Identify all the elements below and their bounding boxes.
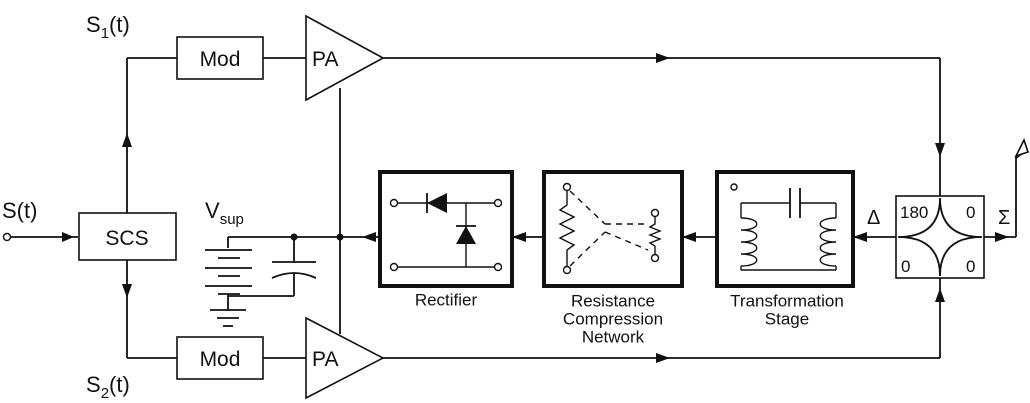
mod-top-label: Mod [200,48,241,71]
vsup-label: Vsup [205,198,244,228]
hybrid-port-180: 180 [900,203,928,222]
battery-symbol [205,237,252,310]
hybrid-port-0-bottom-left: 0 [901,257,910,276]
pa-bottom-amplifier [305,316,385,400]
input-signal-label: S(t) [2,198,37,223]
rcn-label-line3: Network [582,327,645,346]
hybrid-port-0-top: 0 [966,203,975,222]
s1-label: S1(t) [86,12,130,42]
rcn-label-line2: Compression [563,309,663,328]
right-inductor [819,217,837,267]
scs-label: SCS [105,227,148,250]
transformation-label-line2: Stage [765,309,809,328]
s2-label: S2(t) [86,372,130,402]
rectifier-block [378,170,514,288]
mod-top-block [176,36,264,80]
input-arrow [62,232,74,242]
series-diode [427,193,447,213]
transformation-block [715,170,855,288]
rcn-label-line1: Resistance [571,291,655,310]
capacitor-symbol [228,237,317,297]
hybrid-port-0-bottom-right: 0 [966,257,975,276]
input-terminal [2,232,12,242]
pa-bottom-label: PA [312,348,338,371]
ground-symbol [210,309,246,327]
rcn-block [542,170,684,288]
shunt-diode [456,226,476,244]
hybrid-ring [897,197,983,277]
delta-port-label: Δ [867,207,880,229]
rectifier-label: Rectifier [415,290,478,309]
left-inductor [740,217,758,267]
pa-top-amplifier [305,14,385,102]
transformation-label-line1: Transformation [730,291,844,310]
hybrid-coupler [895,195,985,279]
right-resistor [648,217,662,254]
left-resistor [558,191,576,266]
antenna-icon [1014,137,1030,159]
mod-bottom-label: Mod [200,348,241,371]
sigma-port-label: Σ [998,207,1010,229]
pa-top-label: PA [312,48,338,71]
mod-bottom-block [176,336,264,380]
